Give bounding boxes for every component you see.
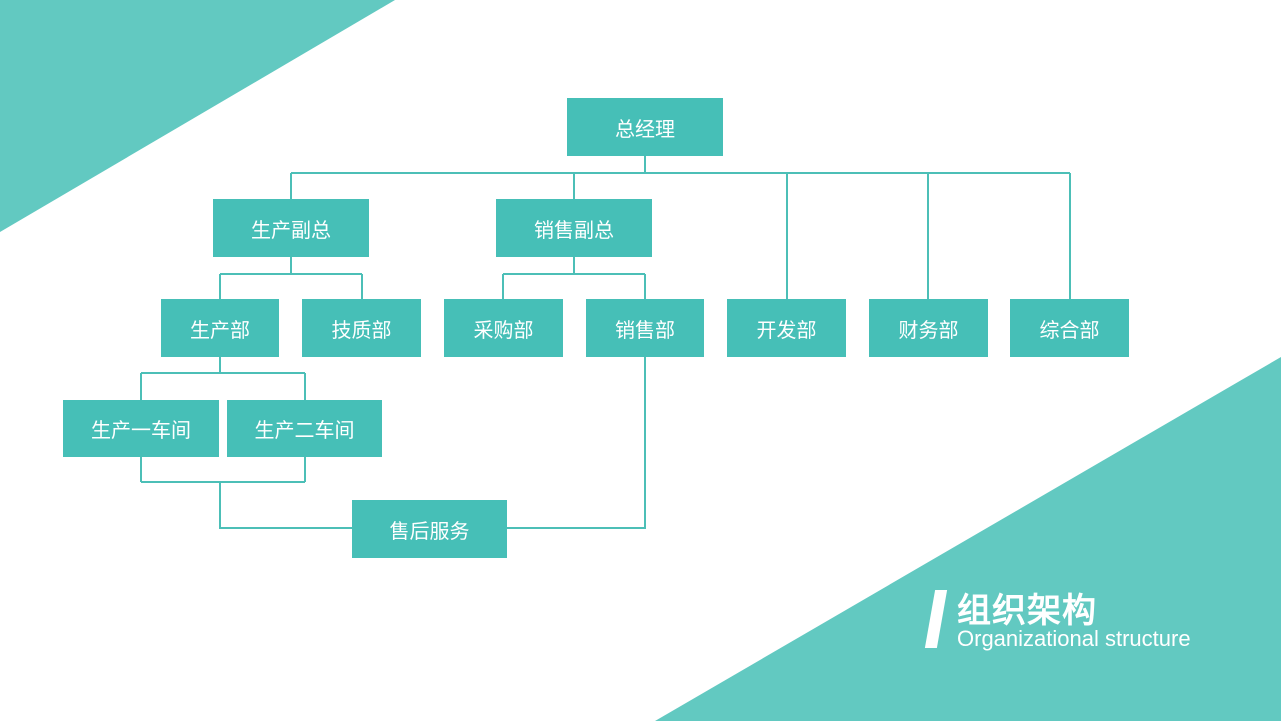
section-title: 组织架构	[957, 591, 1097, 631]
node-sales-dept: 销售部	[586, 299, 704, 357]
connector-vp-production-depts	[219, 257, 363, 299]
node-purchasing-dept: 采购部	[444, 299, 563, 357]
connector-gm-bus	[291, 156, 1070, 174]
node-vp-production: 生产副总	[213, 199, 369, 257]
connector-production-workshops	[140, 357, 306, 400]
node-workshop-2: 生产二车间	[227, 400, 382, 457]
node-after-sales: 售后服务	[352, 500, 507, 558]
node-production-dept: 生产部	[161, 299, 279, 357]
connector-sales-after-sales	[507, 357, 646, 529]
node-workshop-1: 生产一车间	[63, 400, 219, 457]
connector-workshops-after-sales	[140, 457, 352, 529]
node-development-dept: 开发部	[727, 299, 846, 357]
node-general-dept: 综合部	[1010, 299, 1129, 357]
section-subtitle: Organizational structure	[957, 626, 1191, 651]
bottom-right-triangle	[655, 357, 1281, 721]
node-quality-dept: 技质部	[302, 299, 421, 357]
node-finance-dept: 财务部	[869, 299, 988, 357]
node-general-manager: 总经理	[567, 98, 723, 156]
top-left-triangle	[0, 0, 395, 232]
node-vp-sales: 销售副总	[496, 199, 652, 257]
connector-vp-sales-depts	[502, 257, 646, 299]
